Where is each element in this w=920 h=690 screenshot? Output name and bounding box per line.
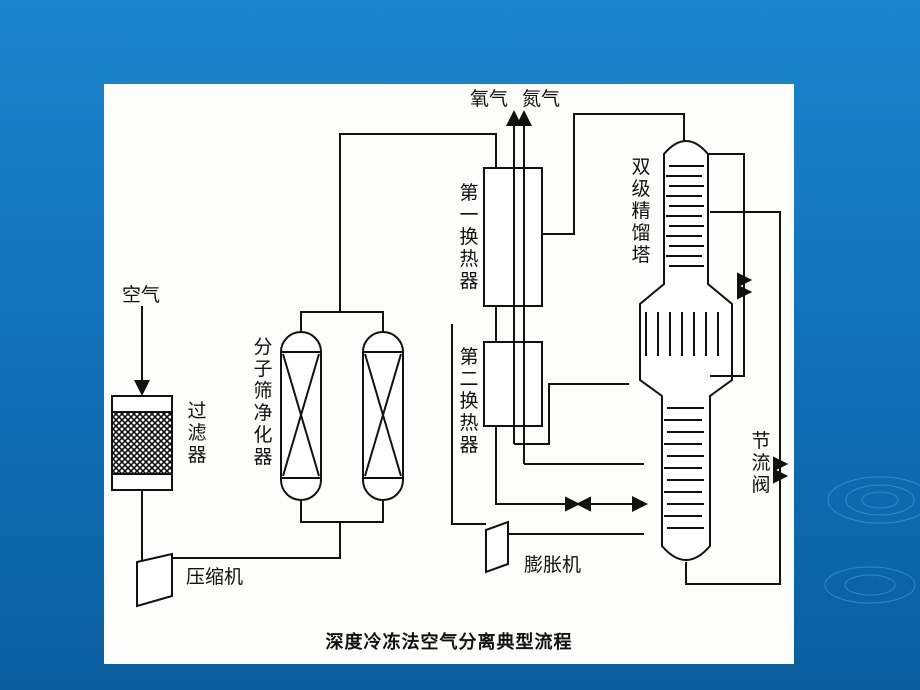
feed-to-column-line	[495, 426, 648, 512]
molecular-sieve-vessel-right	[362, 331, 404, 501]
nitrogen-label: 氮气	[522, 88, 561, 110]
expander-label: 膨胀机	[524, 554, 582, 576]
oxygen-return-line	[514, 383, 629, 445]
column-top-line	[542, 113, 685, 235]
double-rectification-column	[639, 140, 733, 561]
column-label: 双级精馏塔	[631, 156, 651, 266]
expander-symbol	[485, 520, 509, 574]
oxygen-label: 氧气	[470, 88, 509, 110]
compressor-label: 压缩机	[186, 566, 244, 588]
air-label: 空气	[122, 284, 161, 306]
hx1-label: 第一换热器	[459, 182, 479, 292]
molecular-sieve-label: 分子筛净化器	[253, 336, 273, 468]
reflux-loop-line	[708, 153, 745, 377]
throttle-loop-line	[685, 211, 781, 585]
filter-label: 过滤器	[187, 400, 207, 466]
expander-feed-line	[451, 324, 486, 525]
throttle-valve-icon	[773, 456, 789, 484]
water-ripple-decoration	[824, 476, 920, 604]
sieve-bottom-manifold	[300, 500, 384, 523]
sieve-top-manifold	[300, 311, 384, 332]
flow-valve-icon	[565, 496, 591, 512]
molecular-sieve-vessel-left	[280, 331, 322, 501]
throttle-valve-label: 节流阀	[751, 430, 771, 496]
compressor-symbol	[136, 552, 173, 608]
sieve-to-hx1-line	[339, 133, 497, 312]
hx2-label: 第二换热器	[459, 346, 479, 456]
filter-unit	[111, 395, 173, 491]
diagram-title: 深度冷冻法空气分离典型流程	[325, 632, 573, 653]
diagram-panel: 空气 过滤器 压缩机 分子筛净化器 第一换热器 第二换热器 氧气 氮气 双级精馏…	[104, 84, 794, 664]
compressor-outlet-line	[172, 522, 341, 559]
reflux-valve-icon	[737, 272, 753, 300]
process-flow-diagram	[111, 110, 789, 608]
